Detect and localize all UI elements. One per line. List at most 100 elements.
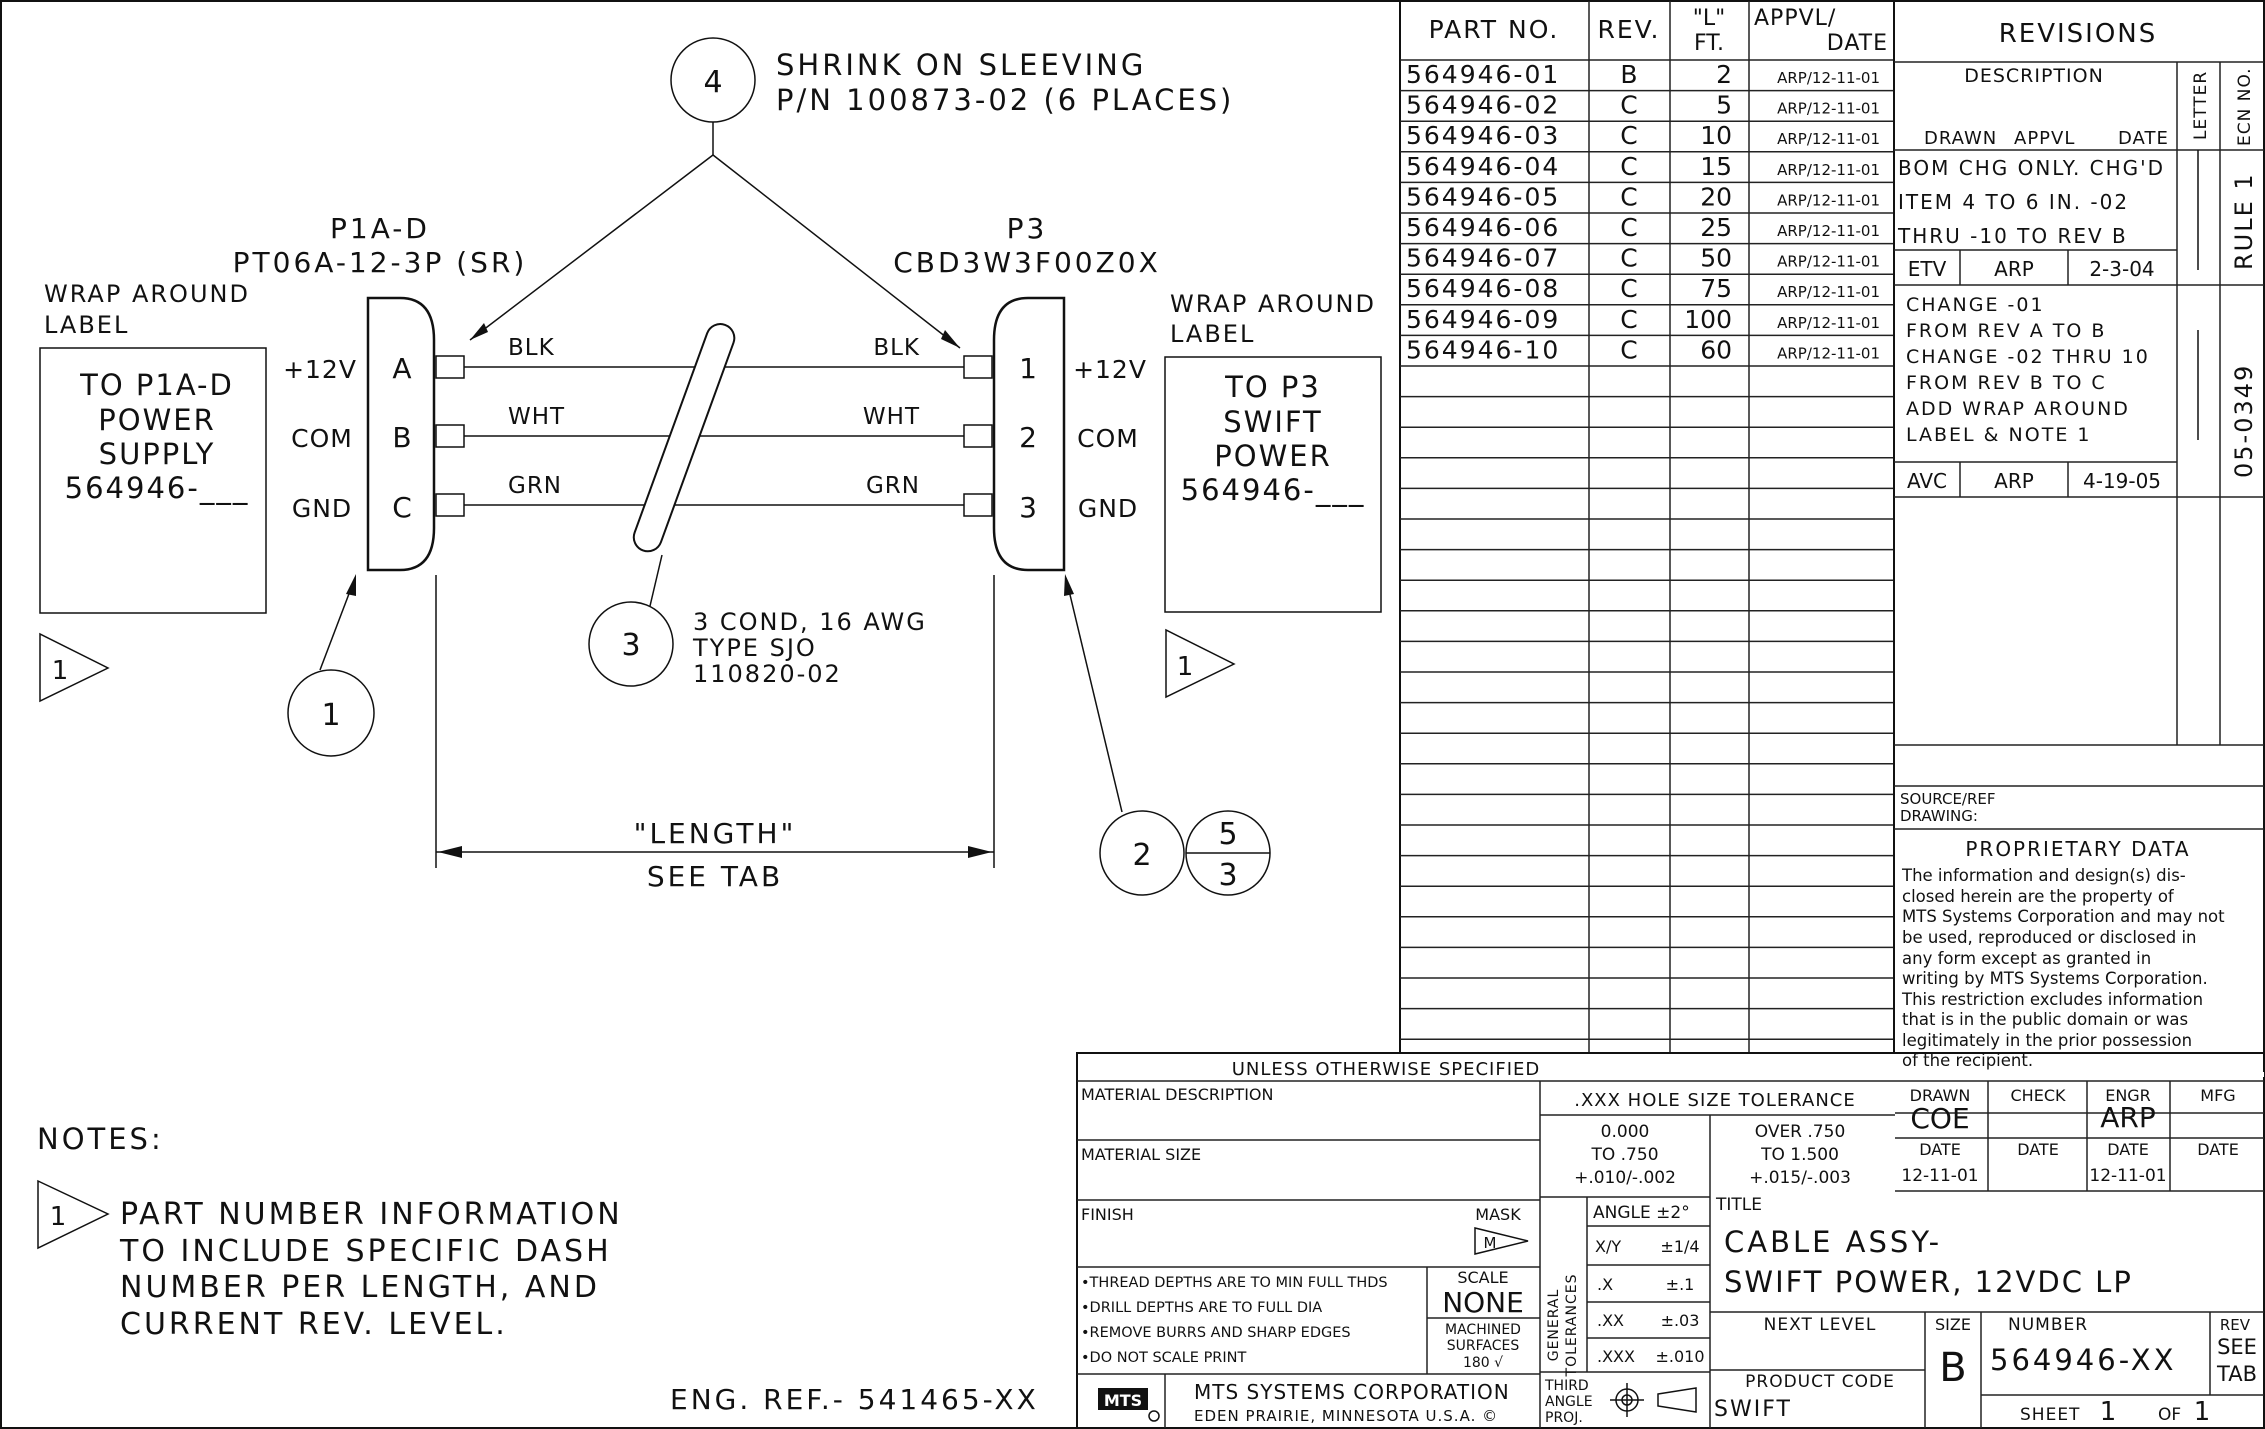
balloon-4-number: 4 xyxy=(703,65,722,100)
revisions-title: REVISIONS xyxy=(1999,19,2158,49)
right-signal-com: COM xyxy=(1077,424,1139,453)
balloon-2-fraction-bottom: 3 xyxy=(1218,858,1237,893)
size-label: SIZE xyxy=(1935,1315,1971,1334)
rev-see: SEE xyxy=(2217,1335,2257,1359)
right-sleeve-3 xyxy=(963,493,993,517)
rev-label: REV xyxy=(2220,1316,2251,1334)
proprietary-line3: MTS Systems Corporation and may not xyxy=(1902,907,2225,926)
proprietary-line5: any form except as granted in xyxy=(1902,949,2151,968)
tol-x3: .XXX xyxy=(1597,1347,1635,1366)
title-label: TITLE xyxy=(1715,1195,1762,1215)
tab-cell-length: 25 xyxy=(1700,213,1732,242)
wire-label-left-blk: BLK xyxy=(508,335,555,361)
title-block: UNLESS OTHERWISE SPECIFIED MATERIAL DESC… xyxy=(1076,1052,2265,1429)
left-label-line4: 564946-___ xyxy=(65,471,250,505)
schematic: 4 SHRINK ON SLEEVING P/N 100873-02 (6 PL… xyxy=(37,37,1382,1416)
rev1-ecn: RULE 1 xyxy=(2230,172,2258,270)
tab-cell-length: 100 xyxy=(1684,305,1732,334)
note-line3: NUMBER PER LENGTH, AND xyxy=(120,1270,600,1305)
rev2-ecn: 05-0349 xyxy=(2230,364,2258,478)
note-line2: TO INCLUDE SPECIFIC DASH xyxy=(119,1234,612,1269)
balloon-2-fraction-top: 5 xyxy=(1218,817,1237,852)
note-line1: PART NUMBER INFORMATION xyxy=(120,1197,623,1232)
left-signal-gnd: GND xyxy=(292,494,352,523)
rev2-line3: CHANGE -02 THRU 10 xyxy=(1906,346,2150,368)
hole-tolerance-title: .XXX HOLE SIZE TOLERANCE xyxy=(1574,1090,1855,1111)
balloon-1 xyxy=(287,669,375,757)
tab-cell-appvl: ARP/12-11-01 xyxy=(1777,222,1880,240)
left-sleeve-c xyxy=(435,493,465,517)
rev2-appvl: ARP xyxy=(1994,469,2034,493)
right-sleeve-1 xyxy=(963,355,993,379)
proprietary-line4: be used, reproduced or disclosed in xyxy=(1902,928,2197,947)
cable-callout-line3: 110820-02 xyxy=(693,660,842,688)
tab-cell-appvl: ARP/12-11-01 xyxy=(1777,344,1880,362)
left-signal-12v: +12V xyxy=(283,355,357,384)
tab-cell-part: 564946-05 xyxy=(1406,182,1560,211)
right-signal-12v: +12V xyxy=(1073,355,1147,384)
tol-x1: .X xyxy=(1597,1275,1613,1294)
wire-label-left-grn: GRN xyxy=(508,473,562,499)
tab-cell-length: 75 xyxy=(1700,274,1732,303)
mfg-label: MFG xyxy=(2200,1086,2235,1105)
tab-cell-length: 60 xyxy=(1700,335,1732,364)
sleeving-leader xyxy=(469,154,961,349)
hole-b1: OVER .750 xyxy=(1755,1122,1846,1142)
tab-cell-rev: C xyxy=(1620,152,1637,181)
left-label-line1: TO P1A-D xyxy=(79,368,234,402)
tab-cell-part: 564946-08 xyxy=(1406,274,1560,303)
balloon-3-number: 3 xyxy=(621,628,640,663)
proprietary-line1: The information and design(s) dis- xyxy=(1901,866,2186,885)
proprietary-line8: that is in the public domain or was xyxy=(1902,1010,2188,1029)
right-connector-body xyxy=(992,296,1066,572)
source-ref-2: DRAWING: xyxy=(1900,807,1978,825)
left-flag-number: 1 xyxy=(52,656,69,686)
left-wrap-label xyxy=(39,347,267,614)
left-pin-b: B xyxy=(392,421,411,454)
balloon-1-number: 1 xyxy=(321,698,340,733)
tol-x3-value: ±.010 xyxy=(1655,1347,1704,1366)
rev2-line2: FROM REV A TO B xyxy=(1906,320,2106,342)
tab-cell-length: 5 xyxy=(1716,91,1732,120)
tab-cell-length: 50 xyxy=(1700,244,1732,273)
proprietary-line7: This restriction excludes information xyxy=(1901,990,2203,1009)
engr-date: 12-11-01 xyxy=(2089,1166,2166,1186)
proprietary-line10: of the recipient. xyxy=(1902,1051,2033,1070)
of-label: OF xyxy=(2158,1405,2181,1425)
wire-label-right-wht: WHT xyxy=(863,404,920,430)
length-sub: SEE TAB xyxy=(647,860,783,893)
machined-2: SURFACES xyxy=(1447,1338,1520,1354)
balloon-2 xyxy=(1099,810,1185,896)
spec-line3: •REMOVE BURRS AND SHARP EDGES xyxy=(1081,1325,1351,1341)
left-sleeve-a xyxy=(435,355,465,379)
third-angle-projection-icon xyxy=(1610,1383,1697,1417)
left-connector-name: P1A-D xyxy=(330,212,430,245)
note-flag xyxy=(37,1179,110,1250)
right-label-line2: SWIFT xyxy=(1223,405,1323,439)
right-label-caption1: WRAP AROUND xyxy=(1170,290,1376,318)
company-name: MTS SYSTEMS CORPORATION xyxy=(1194,1380,1510,1404)
rev2-line5: ADD WRAP AROUND xyxy=(1906,398,2130,420)
right-wrap-label xyxy=(1164,356,1382,613)
tol-xy-value: ±1/4 xyxy=(1660,1237,1699,1256)
notes-header: NOTES: xyxy=(37,1122,164,1156)
tab-cell-part: 564946-06 xyxy=(1406,213,1560,242)
tab-cell-appvl: ARP/12-11-01 xyxy=(1777,283,1880,301)
spec-line1: •THREAD DEPTHS ARE TO MIN FULL THDS xyxy=(1081,1275,1388,1291)
tab-cell-part: 564946-01 xyxy=(1406,60,1560,89)
proprietary-title: PROPRIETARY DATA xyxy=(1965,837,2190,861)
tab-cell-appvl: ARP/12-11-01 xyxy=(1777,130,1880,148)
cable-callout-line2: TYPE SJO xyxy=(692,634,817,662)
left-pin-a: A xyxy=(392,352,411,385)
wire-label-right-grn: GRN xyxy=(866,473,920,499)
tolerances-label: TOLERANCES xyxy=(1564,1274,1580,1378)
tab-cell-length: 20 xyxy=(1700,182,1732,211)
rev1-appvl: ARP xyxy=(1994,257,2034,281)
third-angle-1: THIRD xyxy=(1544,1378,1589,1394)
right-flag-number: 1 xyxy=(1177,652,1194,682)
note-line4: CURRENT REV. LEVEL. xyxy=(120,1307,508,1342)
right-label-line1: TO P3 xyxy=(1224,370,1321,404)
tab-cell-length: 15 xyxy=(1700,152,1732,181)
rev2-drawn: AVC xyxy=(1907,469,1947,493)
